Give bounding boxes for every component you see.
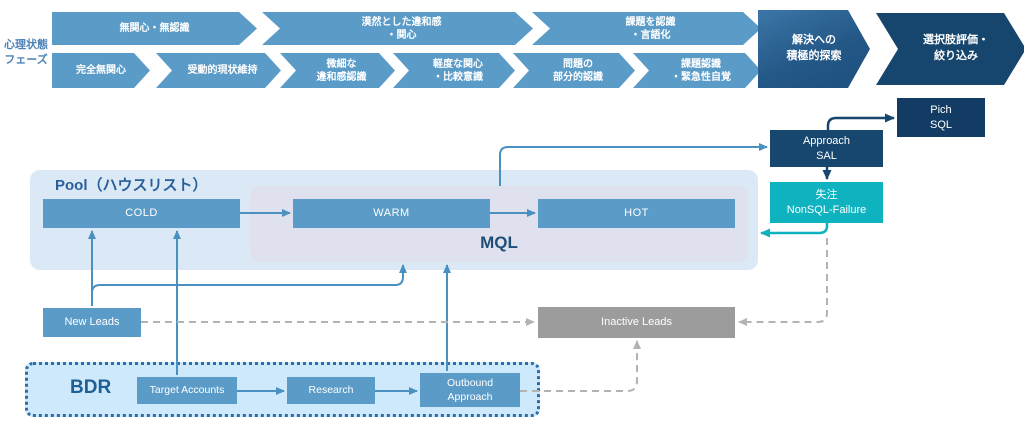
phase-segment-unaware: 無関心・無認識: [52, 12, 257, 45]
new-leads-box: New Leads: [43, 308, 141, 337]
phase-segment-passive-status-quo: 受動的現状維持: [156, 53, 281, 88]
arrow-new-leads-to-mql: [91, 264, 407, 306]
hot-box: HOT: [538, 199, 735, 228]
outbound-approach-box: Outbound Approach: [420, 373, 520, 407]
research-box: Research: [287, 377, 375, 404]
phase-axis-label: 心理状態 フェーズ: [4, 39, 48, 66]
target-accounts-box: Target Accounts: [137, 377, 237, 404]
phase-segment-partial-recognition: 問題の 部分的認識: [513, 53, 635, 88]
phase-segment-recognize-issue: 課題を認識 ・言語化: [532, 12, 761, 45]
cold-box: COLD: [43, 199, 240, 228]
pool-label: Pool（ハウスリスト）: [55, 177, 208, 194]
phase-segment-complete-indifference: 完全無関心: [52, 53, 150, 88]
phase-segment-urgency-awareness: 課題認識 ・緊急性自覚: [633, 53, 761, 88]
bdr-label: BDR: [70, 377, 112, 398]
arrow-lost-to-pool: [760, 223, 829, 238]
mql-label: MQL: [480, 233, 518, 252]
phase-stage-active-exploration: 解決への 積極的探索: [758, 10, 870, 88]
phase-segment-mild-interest: 軽度な関心 ・比較意識: [393, 53, 515, 88]
lost-nonsql-failure-box: 失注 NonSQL-Failure: [770, 182, 883, 223]
pich-sql-box: Pich SQL: [897, 98, 985, 137]
phase-stage-option-evaluation: 選択肢評価・ 絞り込み: [876, 13, 1024, 85]
arrow-approach-sal-to-pich-sql: [826, 113, 895, 130]
phase-segment-subtle-discomfort: 微細な 違和感認識: [280, 53, 395, 88]
approach-sal-box: Approach SAL: [770, 130, 883, 167]
inactive-leads-box: Inactive Leads: [538, 307, 735, 338]
warm-box: WARM: [293, 199, 490, 228]
phase-segment-vague-discomfort: 漠然とした違和感 ・関心: [262, 12, 533, 45]
